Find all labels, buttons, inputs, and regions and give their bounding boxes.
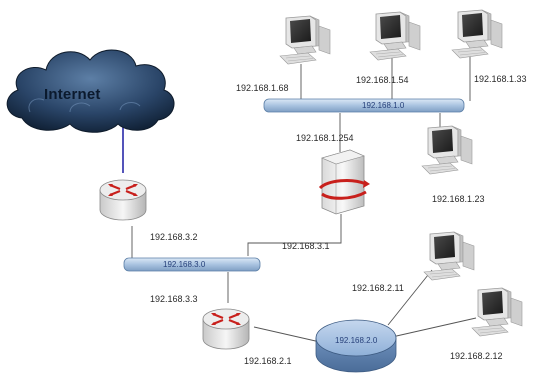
host-ip-1-68: 192.168.1.68 [236,83,289,93]
host-ip-1-23: 192.168.1.23 [432,194,485,204]
interface-ip-router2-lan2: 192.168.2.1 [244,356,292,366]
bus-lan1 [263,98,465,113]
link-server-lan3 [247,214,342,256]
interface-ip-router2-lan3: 192.168.3.3 [150,294,198,304]
host-ip-2-11: 192.168.2.11 [352,283,404,293]
internet-label: Internet [44,86,101,103]
pc-192-168-1-23 [421,125,473,175]
link-router2-hub [253,326,321,343]
pc-192-168-1-68 [279,15,331,65]
links [131,56,477,343]
router-internet [98,178,148,222]
hub-lan2 [315,319,397,373]
network-label-lan2: 192.168.2.0 [335,336,378,345]
pc-192-168-2-12 [471,287,523,337]
server [318,149,370,215]
pc-192-168-1-33 [451,9,503,59]
router-lan2 [201,307,251,351]
network-label-lan1: 192.168.1.0 [362,101,405,110]
link-hub-pc212 [391,317,477,338]
host-ip-1-54: 192.168.1.54 [356,75,409,85]
link-hub-pc211 [387,269,433,326]
internet-cloud [6,49,175,133]
host-ip-1-33: 192.168.1.33 [474,74,527,84]
interface-ip-server-lan1: 192.168.1.254 [296,133,354,143]
host-ip-2-12: 192.168.2.12 [450,351,503,361]
pc-192-168-1-54 [369,11,421,61]
interface-ip-router1-lan3: 192.168.3.2 [150,232,198,242]
network-label-lan3: 192.168.3.0 [163,260,206,269]
pc-192-168-2-11 [423,231,475,281]
interface-ip-server-lan3: 192.168.3.1 [282,241,330,251]
bus-lan3 [123,257,261,272]
